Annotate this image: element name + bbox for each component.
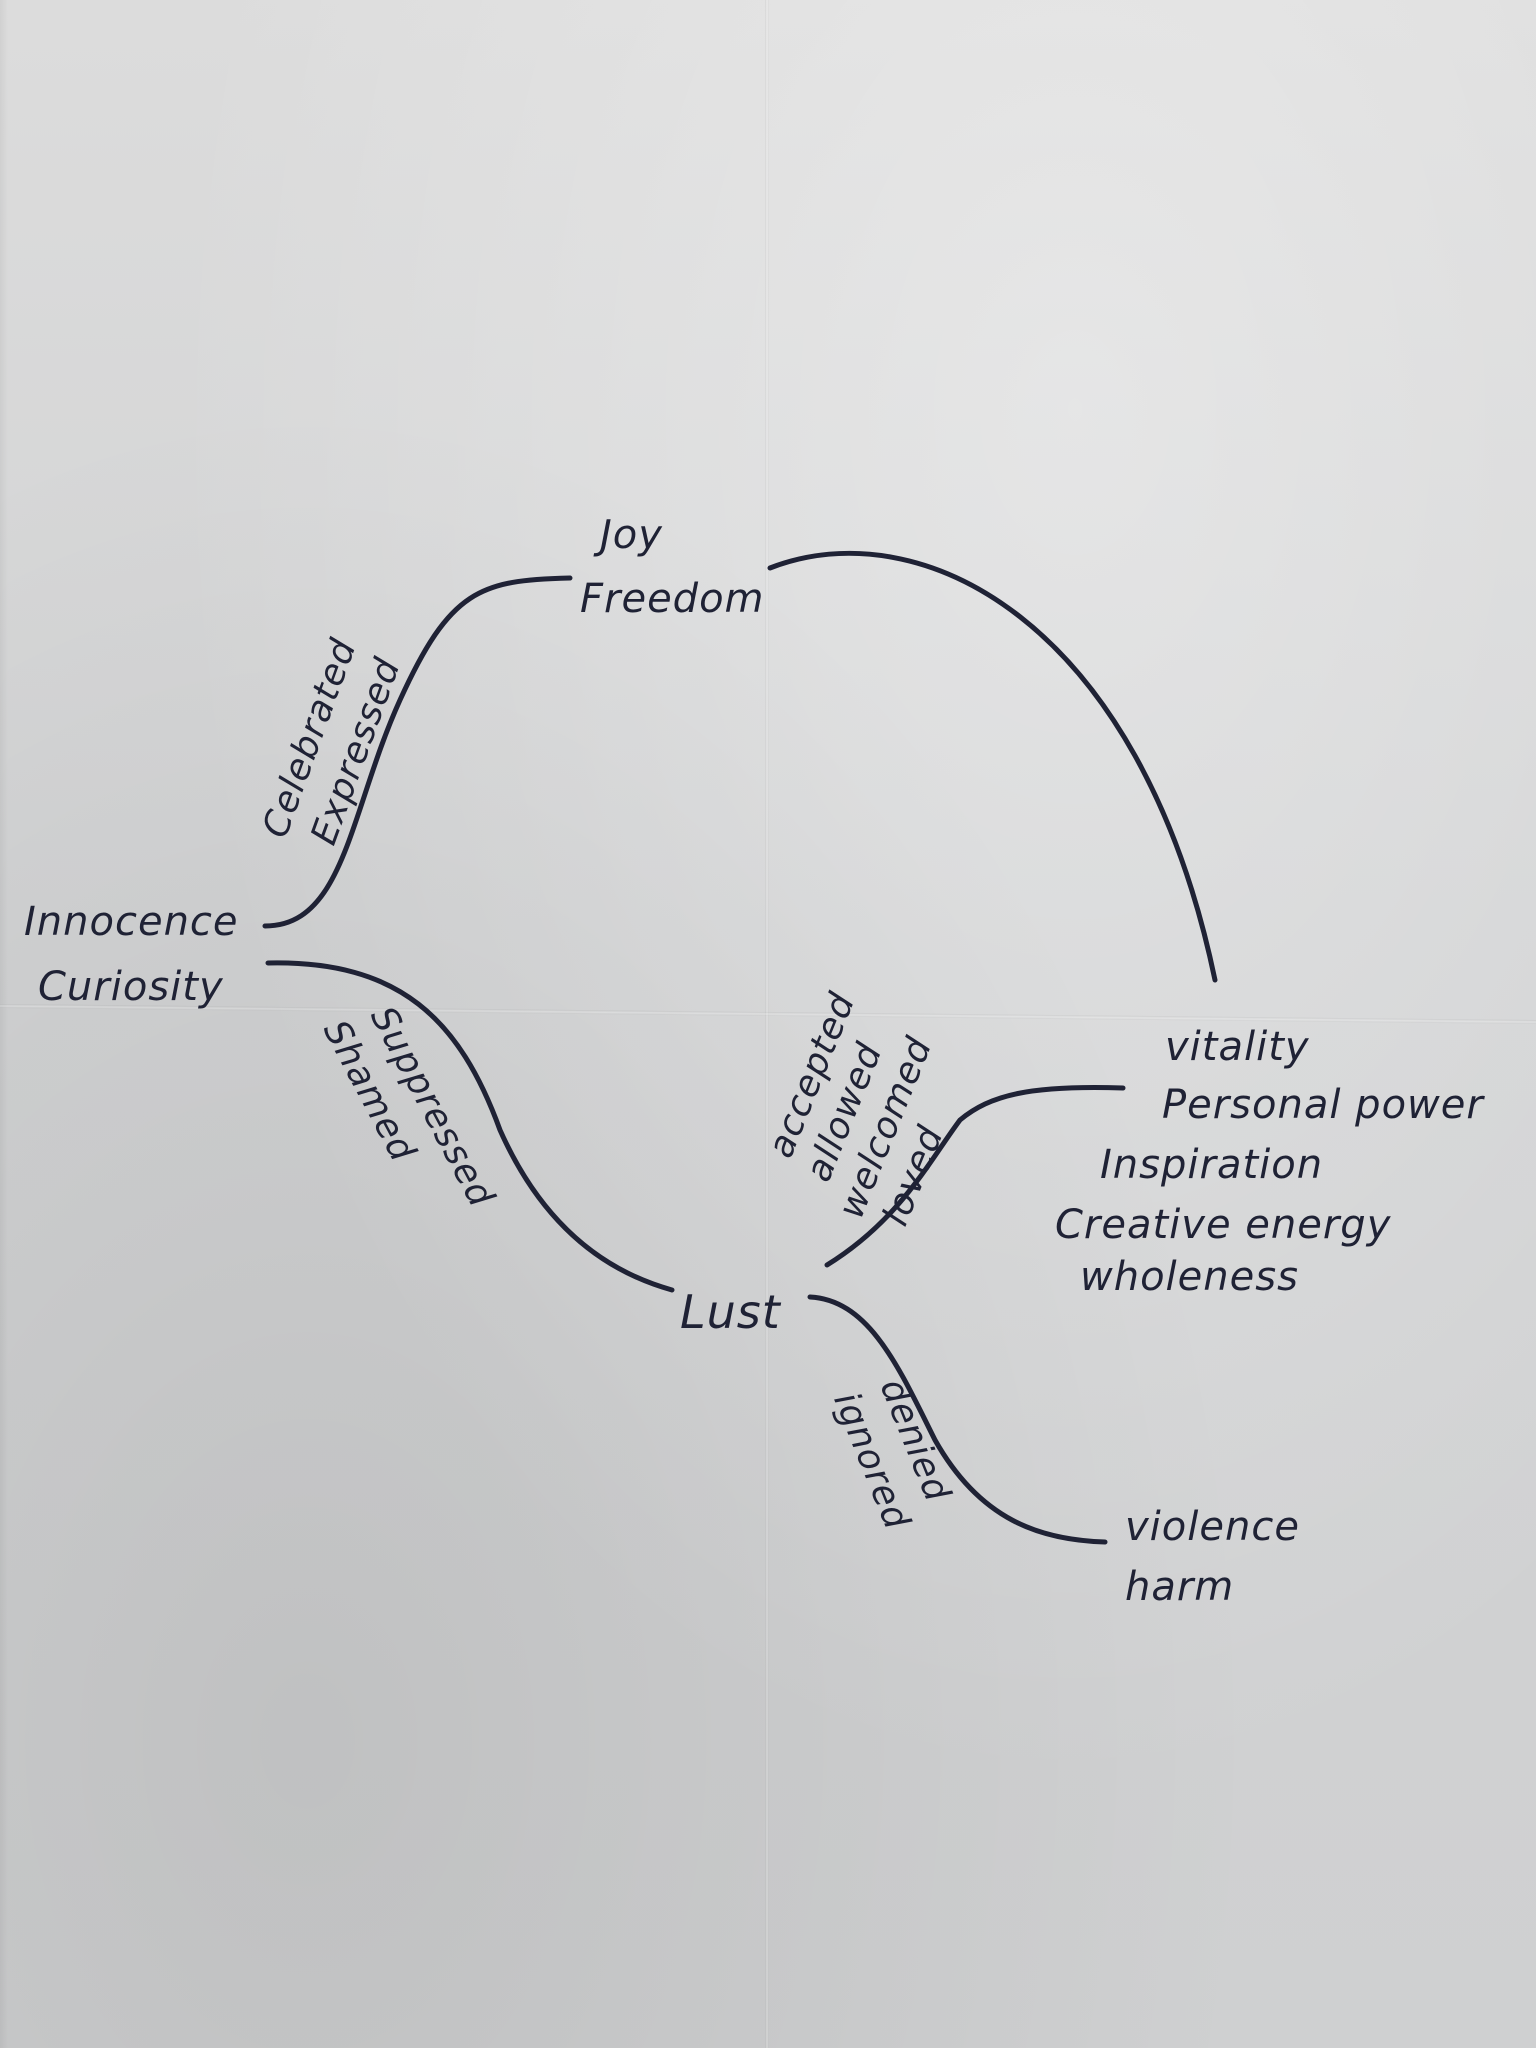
node-violence-harm: violence harm [1125,1504,1300,1610]
node-innocence-line-2: Curiosity [38,964,224,1010]
paper-fold-vertical [765,0,769,2048]
node-joy-line-1: Joy [593,512,663,558]
node-vitality-group: vitality Personal power Inspiration Crea… [1055,1024,1485,1300]
node-violence-line-2: harm [1125,1564,1234,1610]
connector-lust-to-vitality [824,1085,1126,1268]
node-joy-freedom: Joy Freedom [580,512,765,622]
node-vitality-line-1: vitality [1165,1024,1310,1070]
node-vitality-line-4: Creative energy [1055,1202,1392,1248]
node-violence-line-1: violence [1125,1504,1300,1550]
edge-label-suppressed: Suppressed Shamed [315,1000,502,1214]
connector-lust-to-violence [807,1294,1108,1545]
connector-joy-to-vitality [767,550,1218,983]
connector-innocence-to-joy [262,575,573,929]
node-innocence-curiosity: Innocence Curiosity [24,899,239,1010]
node-vitality-line-5: wholeness [1080,1254,1299,1300]
node-joy-line-2: Freedom [580,576,765,622]
edge-label-celebrated: Celebrated Expressed [255,633,409,850]
node-vitality-line-3: Inspiration [1100,1142,1323,1188]
node-vitality-line-2: Personal power [1162,1082,1485,1128]
connector-curiosity-to-lust [265,960,675,1293]
edge-label-accepted: accepted allowed welcomed loved [760,987,952,1232]
edge-label-denied: denied ignored [825,1373,958,1536]
node-lust: Lust [680,1285,782,1339]
node-lust-line-1: Lust [680,1285,782,1339]
node-innocence-line-1: Innocence [24,899,239,945]
